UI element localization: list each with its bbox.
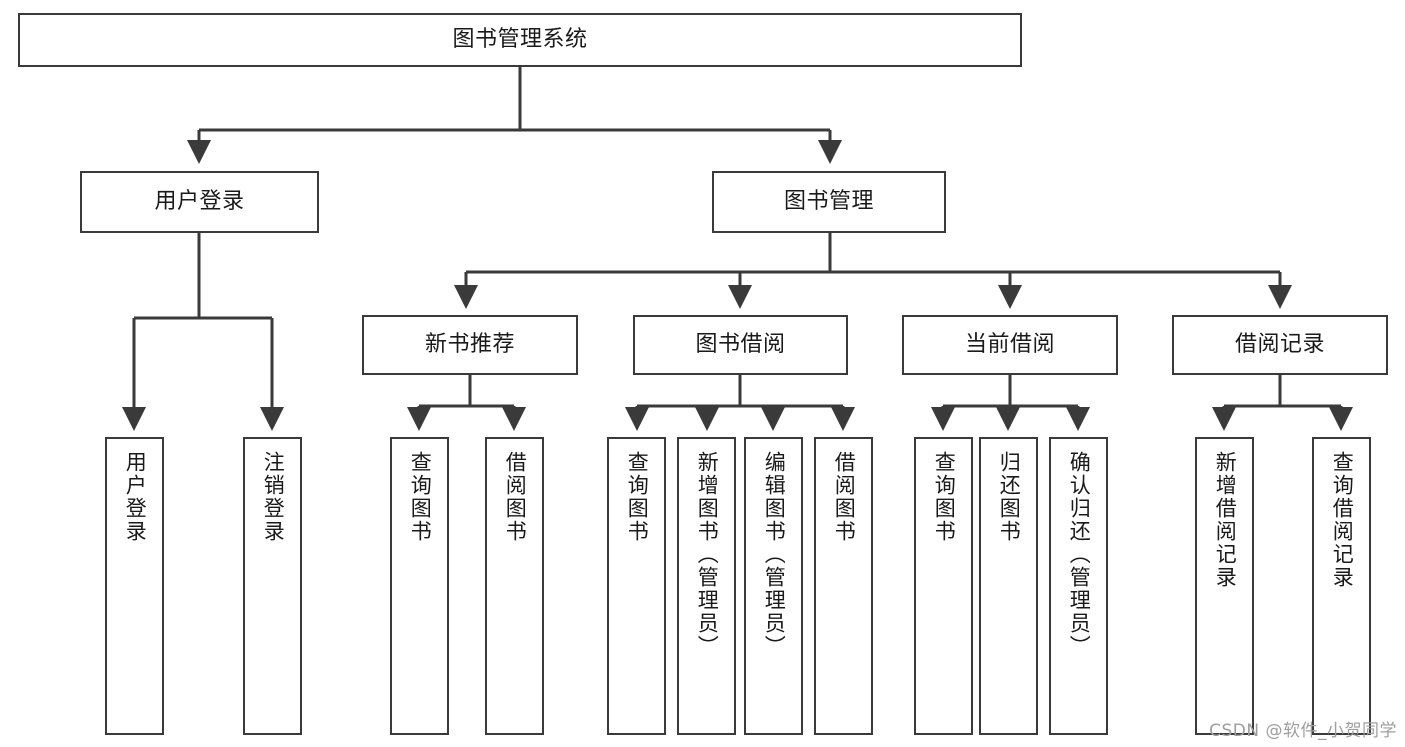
node-leaf-borrow-book-recommend[interactable]: 借阅图书 — [485, 437, 544, 735]
node-leaf-query-book-recommend[interactable]: 查询图书 — [390, 437, 449, 735]
node-label: 查询借阅记录 — [1330, 451, 1355, 589]
node-leaf-query-book-borrow[interactable]: 查询图书 — [607, 437, 666, 735]
node-label: 编辑图书（管理员） — [762, 451, 787, 658]
node-label: 图书管理 — [783, 189, 874, 215]
node-label: 新增借阅记录 — [1213, 451, 1238, 589]
node-leaf-add-borrow-record[interactable]: 新增借阅记录 — [1195, 437, 1254, 735]
node-book-borrow[interactable]: 图书借阅 — [633, 315, 848, 375]
node-label: 借阅记录 — [1234, 332, 1325, 358]
node-leaf-borrow-book[interactable]: 借阅图书 — [814, 437, 873, 735]
node-leaf-edit-book[interactable]: 编辑图书（管理员） — [744, 437, 803, 735]
node-user-login[interactable]: 用户登录 — [80, 171, 319, 233]
csdn-watermark: CSDN @软件_小贺同学 — [1209, 721, 1397, 741]
node-label: 新书推荐 — [424, 332, 515, 358]
node-leaf-confirm-return[interactable]: 确认归还（管理员） — [1049, 437, 1108, 735]
node-label: 归还图书 — [997, 451, 1022, 543]
node-leaf-query-borrow-record[interactable]: 查询借阅记录 — [1312, 437, 1371, 735]
node-leaf-add-book[interactable]: 新增图书（管理员） — [677, 437, 736, 735]
node-label: 查询图书 — [932, 451, 957, 543]
node-new-book-recommend[interactable]: 新书推荐 — [362, 315, 578, 375]
node-borrow-record[interactable]: 借阅记录 — [1172, 315, 1388, 375]
node-root-book-management-system[interactable]: 图书管理系统 — [18, 13, 1022, 67]
node-label: 借阅图书 — [503, 451, 528, 543]
node-label: 借阅图书 — [832, 451, 857, 543]
node-leaf-user-login[interactable]: 用户登录 — [105, 437, 164, 735]
node-label: 查询图书 — [625, 451, 650, 543]
node-book-manage[interactable]: 图书管理 — [712, 171, 946, 233]
node-label: 用户登录 — [123, 451, 148, 543]
node-label: 用户登录 — [154, 189, 245, 215]
node-current-borrow[interactable]: 当前借阅 — [902, 315, 1118, 375]
node-leaf-logout-login[interactable]: 注销登录 — [243, 437, 302, 735]
node-label: 确认归还（管理员） — [1067, 451, 1092, 658]
node-label: 查询图书 — [408, 451, 433, 543]
node-leaf-return-book[interactable]: 归还图书 — [979, 437, 1038, 735]
node-label: 新增图书（管理员） — [695, 451, 720, 658]
node-label: 图书管理系统 — [452, 27, 588, 53]
node-leaf-query-book-current[interactable]: 查询图书 — [914, 437, 973, 735]
node-label: 当前借阅 — [964, 332, 1055, 358]
node-label: 注销登录 — [261, 451, 286, 543]
node-label: 图书借阅 — [695, 332, 786, 358]
